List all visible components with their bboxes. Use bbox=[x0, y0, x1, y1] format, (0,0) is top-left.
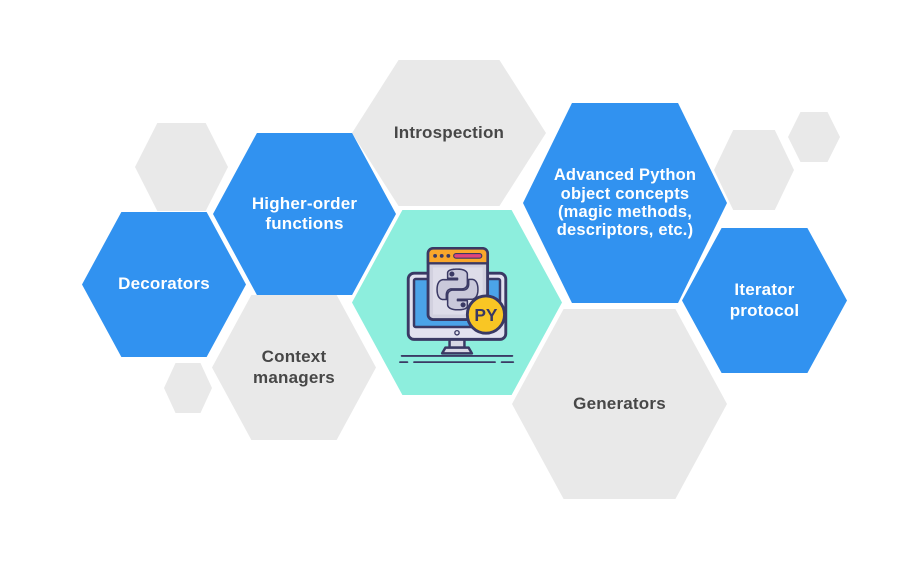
decorative-hexagon-right-top bbox=[788, 112, 840, 162]
py-badge bbox=[465, 294, 506, 335]
decorative-hexagon-top-left bbox=[135, 123, 228, 211]
hexagon-label-decorators: Decorators bbox=[118, 274, 210, 294]
hexagon-label-iterator-protocol: Iterator protocol bbox=[729, 280, 800, 320]
browser-address-bar bbox=[453, 252, 483, 259]
python-computer-icon: PY bbox=[399, 246, 515, 363]
hexagon-label-advanced-object-concepts: Advanced Python object concepts (magic m… bbox=[553, 166, 697, 240]
hexagon-decorators: Decorators bbox=[82, 212, 246, 357]
monitor-button bbox=[454, 329, 460, 336]
python-logo-eye bbox=[460, 302, 465, 307]
hexagon-introspection: Introspection bbox=[352, 60, 546, 206]
hexagon-context-managers: Context managers bbox=[212, 295, 376, 440]
decorative-hexagon-bottom-left bbox=[164, 363, 212, 413]
hexagon-label-context-managers: Context managers bbox=[253, 347, 335, 387]
python-logo-icon bbox=[436, 267, 479, 311]
decorative-hexagon-right-mid bbox=[714, 130, 794, 210]
hexagon-generators: Generators bbox=[512, 309, 727, 499]
py-badge-label: PY bbox=[474, 304, 498, 324]
monitor-stand-base bbox=[440, 345, 474, 355]
hexagon-label-introspection: Introspection bbox=[393, 122, 505, 142]
hexagon-iterator-protocol: Iterator protocol bbox=[682, 228, 847, 373]
hexagon-label-higher-order-functions: Higher-order functions bbox=[251, 193, 358, 233]
python-logo-eye bbox=[449, 271, 454, 276]
browser-dot-icon bbox=[433, 253, 437, 258]
hexagon-center: PY bbox=[352, 210, 562, 395]
hexagon-advanced-object-concepts: Advanced Python object concepts (magic m… bbox=[523, 103, 727, 303]
hexagon-higher-order-functions: Higher-order functions bbox=[213, 133, 396, 295]
browser-dot-icon bbox=[446, 253, 451, 258]
hexagon-label-generators: Generators bbox=[573, 393, 666, 413]
browser-dot-icon bbox=[439, 253, 444, 258]
